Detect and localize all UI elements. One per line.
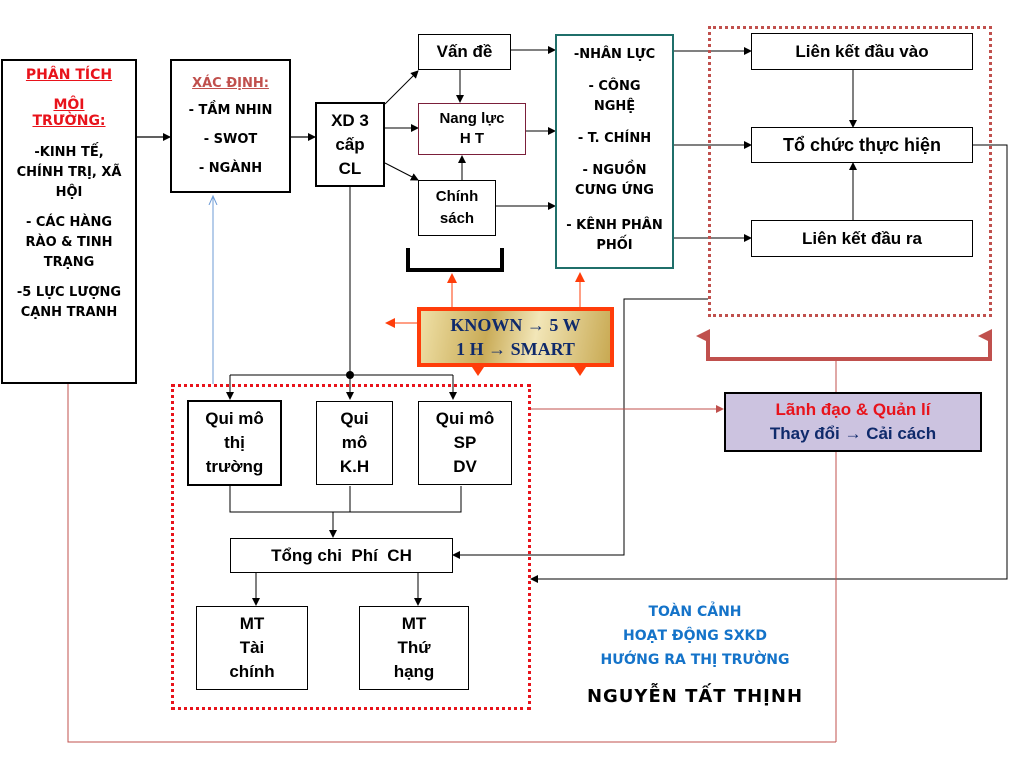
scale-product-line-3: DV: [453, 457, 477, 476]
capability-line-2: H T: [459, 130, 485, 147]
target-rank-line-2: Thứ: [397, 638, 431, 657]
arrow-known-down-left: [472, 367, 484, 376]
resource-supply: - NGUỒN CƯNG ỨNG: [575, 163, 654, 199]
policy-line-1: Chính: [435, 188, 479, 205]
env-title-2: MÔI: [53, 97, 85, 113]
env-item-barriers: - CÁC HÀNG RÀO & TINH TRẠNG: [25, 215, 113, 270]
resource-human: -NHÂN LỰC: [573, 47, 656, 63]
strategy-box: XD 3 cấp CL: [315, 102, 385, 187]
known-line-2: 1 H → SMART: [456, 339, 575, 359]
scale-product-box: Qui mô SP DV: [418, 401, 512, 485]
policy-line-2: sách: [439, 210, 475, 227]
target-finance-line-2: Tài: [239, 638, 265, 657]
leadership-box: Lãnh đạo & Quản lí Thay đổi → Cải cách: [724, 392, 982, 452]
target-rank-line-1: MT: [401, 614, 427, 633]
thick-double-arrow: [696, 329, 992, 361]
organize-label: Tổ chức thực hiện: [782, 134, 942, 155]
caption-line-1: TOÀN CẢNH: [648, 604, 742, 620]
env-item-economy: -KINH TẾ, CHÍNH TRỊ, XÃ HỘI: [16, 145, 122, 200]
known-line-1: KNOWN → 5 W: [450, 315, 581, 335]
scale-customer-line-2: mô: [341, 433, 368, 452]
target-rank-line-3: hạng: [393, 662, 435, 681]
resource-distribution: - KÊNH PHÂN PHỐI: [566, 217, 663, 253]
caption-author: NGUYỄN TẤT THỊNH: [586, 686, 804, 707]
scale-product-line-1: Qui mô: [435, 409, 495, 428]
capability-line-1: Nang lực: [439, 110, 505, 127]
scale-market-line-1: Qui mô: [205, 409, 264, 428]
leadership-line-2: Thay đổi → Cải cách: [769, 424, 937, 443]
organize-box: Tổ chức thực hiện: [751, 127, 973, 163]
scale-market-box: Qui mô thị trường: [187, 400, 282, 486]
define-item-vision: - TẦM NHIN: [188, 103, 273, 118]
input-link-label: Liên kết đầu vào: [795, 41, 929, 61]
define-item-swot: - SWOT: [203, 132, 258, 147]
policy-box: Chính sách: [418, 180, 496, 236]
caption: TOÀN CẢNH HOẠT ĐỘNG SXKD HƯỚNG RA THỊ TR…: [560, 600, 830, 707]
environment-analysis-box: PHÂN TÍCH MÔI TRƯỜNG: -KINH TẾ, CHÍNH TR…: [1, 59, 137, 384]
problem-label: Vấn đề: [436, 42, 493, 61]
strategy-line-3: CL: [338, 158, 362, 178]
total-cost-box: Tổng chi Phí CH: [230, 538, 453, 573]
target-finance-line-1: MT: [239, 614, 265, 633]
env-title-3: TRƯỜNG:: [32, 113, 106, 129]
caption-line-3: HƯỚNG RA THỊ TRƯỜNG: [600, 652, 790, 668]
strategy-line-1: XD 3: [331, 110, 369, 130]
define-box: XÁC ĐỊNH: - TẦM NHIN - SWOT - NGÀNH: [170, 59, 291, 193]
scale-product-line-2: SP: [453, 433, 477, 452]
target-finance-box: MT Tài chính: [196, 606, 308, 690]
capability-box: Nang lực H T: [418, 103, 526, 155]
define-title: XÁC ĐỊNH:: [192, 76, 269, 91]
env-title-1: PHÂN TÍCH: [25, 67, 113, 83]
problem-box: Vấn đề: [418, 34, 511, 70]
scale-customer-box: Qui mô K.H: [316, 401, 393, 485]
target-rank-box: MT Thứ hạng: [359, 606, 469, 690]
total-cost-label: Tổng chi Phí CH: [271, 545, 412, 565]
resources-box: -NHÂN LỰC - CÔNG NGHỆ - T. CHÍNH - NGUỒN…: [555, 34, 674, 269]
line-impl-to-total-cost: [452, 298, 708, 559]
scale-customer-line-1: Qui: [340, 409, 369, 428]
bracket-shape: [406, 248, 504, 272]
known-box: KNOWN → 5 W 1 H → SMART: [417, 307, 614, 367]
line-merge-scale: [229, 486, 462, 513]
line-outer-loop: [67, 383, 836, 743]
input-link-box: Liên kết đầu vào: [751, 33, 973, 70]
arrow-known-down-right: [574, 367, 586, 376]
resource-technology: - CÔNG NGHỆ: [588, 78, 641, 114]
define-item-industry: - NGÀNH: [198, 161, 263, 176]
leadership-line-1: Lãnh đạo & Quản lí: [775, 400, 931, 419]
caption-line-2: HOẠT ĐỘNG SXKD: [623, 628, 767, 644]
scale-customer-line-3: K.H: [339, 457, 370, 476]
strategy-line-2: cấp: [335, 134, 365, 154]
arrow-strategy-to-problem: [384, 70, 419, 105]
scale-market-line-2: thị: [224, 433, 245, 452]
resource-finance: - T. CHÍNH: [577, 131, 652, 147]
env-item-five-forces: -5 LỰC LƯỢNG CẠNH TRANH: [16, 285, 122, 320]
output-link-box: Liên kết đầu ra: [751, 220, 973, 257]
arrow-strategy-to-policy: [384, 162, 419, 181]
scale-market-line-3: trường: [205, 457, 264, 476]
target-finance-line-3: chính: [229, 662, 275, 681]
output-link-label: Liên kết đầu ra: [802, 228, 922, 248]
